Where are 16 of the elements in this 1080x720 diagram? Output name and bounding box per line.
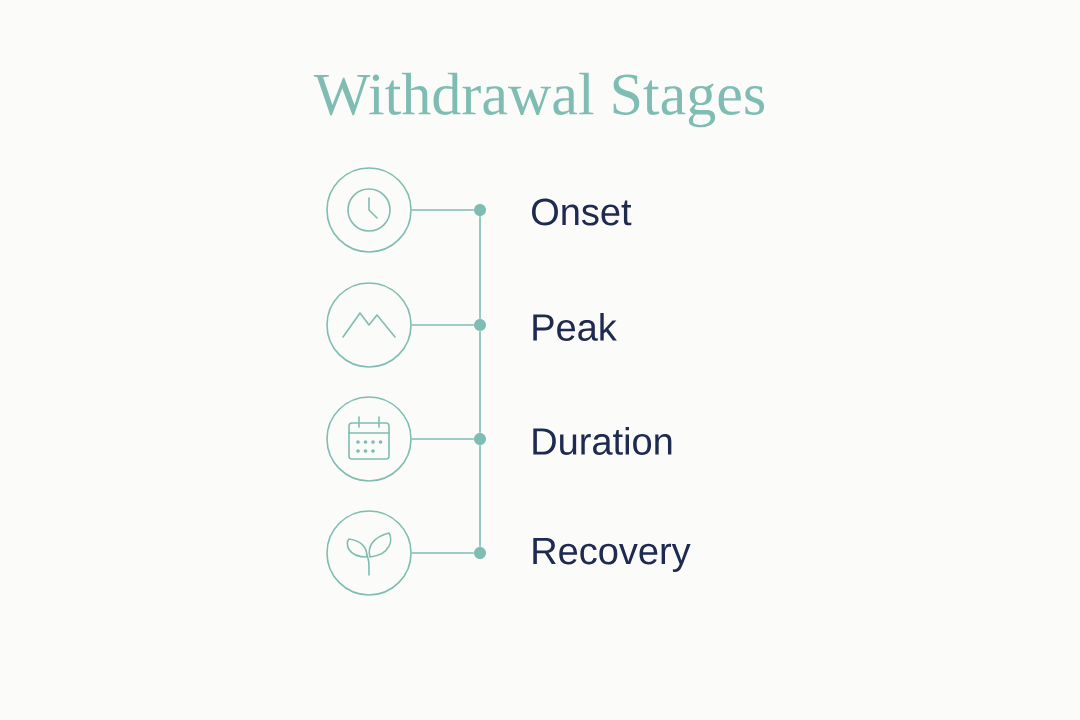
stage-label: Peak: [533, 313, 617, 341]
connector-line: [411, 209, 475, 211]
icon-circle: [326, 282, 412, 368]
stage-label: Duration: [533, 427, 672, 455]
connector-line: [411, 438, 475, 440]
stage-label: Onset: [532, 198, 632, 226]
connector-line: [479, 215, 481, 320]
connector-line: [479, 330, 481, 434]
connector-line: [411, 324, 475, 326]
stage-label: Recovery: [533, 537, 691, 572]
connector-line: [411, 552, 475, 554]
icon-circle: [326, 510, 412, 596]
connector-line: [479, 444, 481, 548]
title: Withdrawal Stages: [313, 72, 765, 128]
icon-circle: [326, 167, 412, 253]
icon-circle: [326, 396, 412, 482]
